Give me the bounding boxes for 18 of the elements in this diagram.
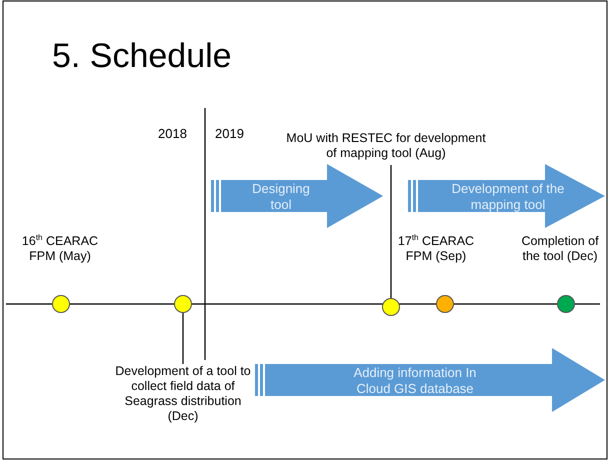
event-text: MoU with RESTEC for development of mapping tool (Aug) [285,131,487,161]
milestone-marker [382,298,400,316]
milestone-marker [557,295,575,313]
slide-title: 5. Schedule [52,36,232,76]
milestone-marker [174,295,192,313]
event-text: 17$^{th}$ CEARAC FPM (Sep) [396,234,476,264]
arrow-text: Adding information In Cloud GIS database [352,365,478,397]
year-label: 2018 [158,126,187,141]
milestone-marker [436,295,454,313]
year-label: 2019 [215,126,244,141]
leader-line [390,165,392,298]
arrow-text: Designing tool [251,181,311,213]
leader-line [182,313,184,364]
event-text: Development of a tool to collect field data of Seagrass distribution (Dec) [114,364,252,424]
event-text: 16$^{th}$ CEARAC FPM (May) [20,234,100,264]
arrow-text: Development of the mapping tool [450,181,566,213]
milestone-marker [52,295,70,313]
event-text: Completion of the tool (Dec) [520,234,600,264]
